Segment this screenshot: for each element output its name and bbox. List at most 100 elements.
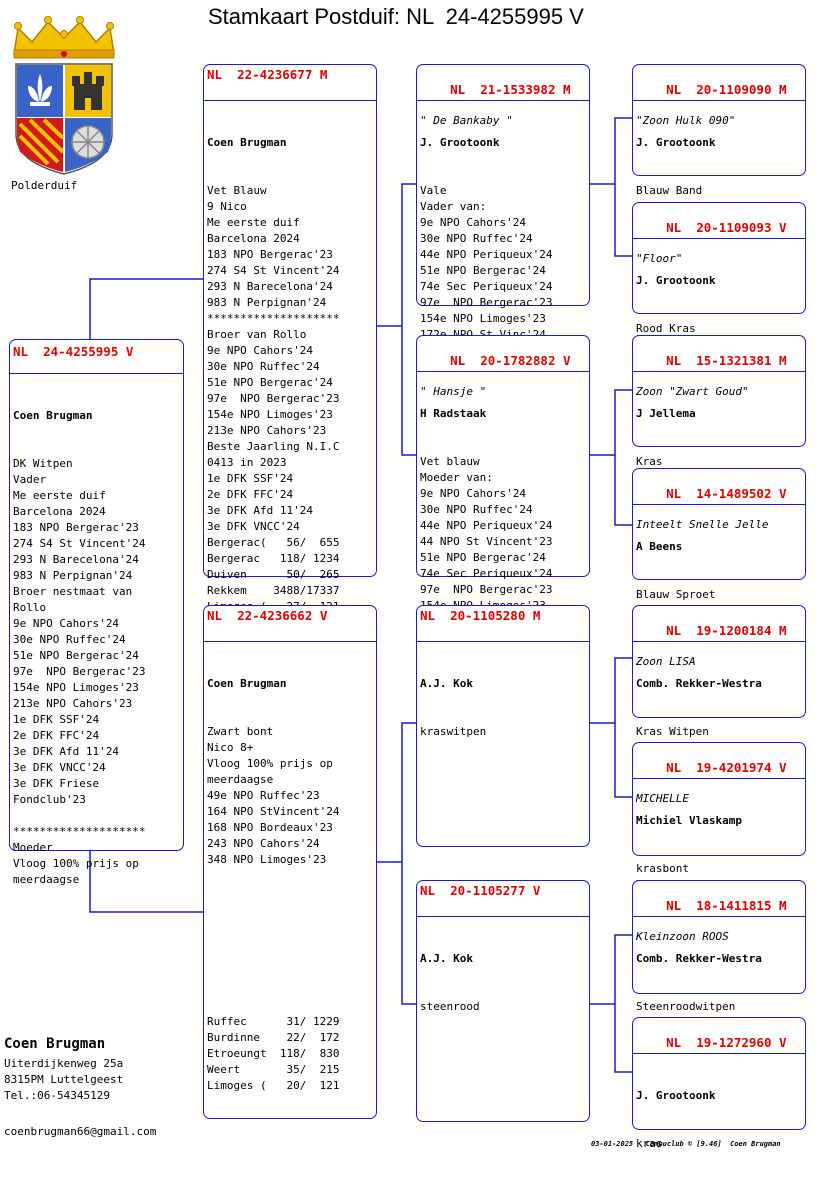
detail-line: Rekkem 3488/17337: [207, 584, 340, 597]
paternal-grandfather-card: NL 21-1533982 M " De Bankaby " J. Grooto…: [416, 64, 590, 357]
breeder-name: J. Grootoonk: [636, 136, 716, 149]
detail-line: 213e NPO Cahors'23: [207, 424, 327, 437]
detail-line: 97e NPO Bergerac'23: [420, 583, 553, 596]
detail-line: Fondclub'23: [13, 793, 86, 806]
detail-line: Vloog 100% prijs op: [13, 857, 139, 870]
detail-line: Rood Kras: [636, 322, 696, 335]
detail-line: 44e NPO Periqueux'24: [420, 519, 553, 532]
maternal-grandfather-card: NL 20-1105280 M A.J. Kok kraswitpen: [416, 605, 590, 847]
great-grandparent-card-fmf: NL 15-1321381 M Zoon "Zwart Goud" J Jell…: [632, 335, 806, 484]
detail-line: 183 NPO Bergerac'23: [13, 521, 139, 534]
detail-line: meerdaagse: [207, 773, 274, 786]
owner-address-block: Coen Brugman Uiterdijkenweg 25a 8315PM L…: [4, 1036, 123, 1104]
detail-line: 9e NPO Cahors'24: [13, 617, 119, 630]
detail-line: Limoges ( 20/ 121: [207, 1079, 340, 1092]
breeder-name: Coen Brugman: [207, 136, 287, 149]
ring-number: NL 14-1489502 V: [666, 486, 787, 501]
detail-line: Beste Jaarling N.I.C: [207, 440, 340, 453]
detail-line: 274 S4 St Vincent'24: [207, 264, 340, 277]
detail-line: krasbont: [636, 862, 689, 875]
detail-line: Zwart bont: [207, 725, 274, 738]
card-header: NL 19-4201974 V MICHELLE: [633, 743, 805, 805]
paternal-grandmother-card: NL 20-1782882 V " Hansje " H Radstaak Ve…: [416, 335, 590, 628]
detail-lines: kras: [636, 1136, 802, 1152]
detail-line: 97e NPO Bergerac'23: [420, 296, 553, 309]
detail-line: 1e DFK SSF'24: [207, 472, 294, 485]
pigeon-name: Kleinzoon ROOS: [636, 930, 729, 943]
coat-of-arms-icon: [13, 16, 115, 175]
detail-line: 183 NPO Bergerac'23: [207, 248, 333, 261]
detail-line: Broer van Rollo: [207, 328, 307, 341]
detail-line: 44e NPO Periqueux'24: [420, 248, 553, 261]
ring-number: NL 19-4201974 V: [666, 760, 787, 775]
detail-line: 97e NPO Bergerac'23: [207, 392, 340, 405]
detail-line: 164 NPO StVincent'24: [207, 805, 340, 818]
breeder-name: Coen Brugman: [207, 677, 287, 690]
pigeon-name: Zoon LISA: [636, 655, 696, 668]
detail-line: Vloog 100% prijs op: [207, 757, 333, 770]
detail-line: Vader: [13, 473, 47, 486]
breeder-name: J. Grootoonk: [636, 1089, 716, 1102]
great-grandparent-card-fmm: NL 14-1489502 V Inteelt Snelle Jelle A B…: [632, 468, 806, 633]
detail-line: 154e NPO Limoges'23: [420, 312, 546, 325]
detail-line: Vet blauw: [420, 455, 480, 468]
detail-line: Weert 35/ 215: [207, 1063, 340, 1076]
detail-line: ********************: [207, 312, 340, 325]
detail-line: DK Witpen: [13, 457, 73, 470]
pigeon-name: " De Bankaby ": [420, 114, 513, 127]
breeder-name: A.J. Kok: [420, 677, 473, 690]
card-header: NL 20-1782882 V " Hansje ": [417, 336, 589, 398]
breeder-name: A Beens: [636, 540, 683, 553]
detail-line: steenrood: [420, 1000, 480, 1013]
detail-line: kras: [636, 1137, 663, 1150]
breeder-name: A.J. Kok: [420, 952, 473, 965]
detail-line: 348 NPO Limoges'23: [207, 853, 327, 866]
ring-number: NL 20-1105280 M: [417, 606, 589, 642]
detail-line: 213e NPO Cahors'23: [13, 697, 133, 710]
detail-line: 30e NPO Ruffec'24: [13, 633, 126, 646]
ring-number: NL 20-1105277 V: [417, 881, 589, 917]
ring-number: NL 18-1411815 M: [666, 898, 787, 913]
owner-phone: Tel.:06-54345129: [4, 1089, 110, 1102]
detail-lines: kraswitpen: [420, 724, 586, 740]
breeder-name: J. Grootoonk: [636, 274, 716, 287]
detail-line: Blauw Sproet: [636, 588, 716, 601]
detail-line: Me eerste duif: [13, 489, 106, 502]
print-footer: 03-01-2025 Compuclub © [9.46] Coen Brugm…: [591, 1140, 781, 1148]
detail-line: 44 NPO St Vincent'23: [420, 535, 553, 548]
ring-number: NL 24-4255995 V: [10, 340, 183, 374]
detail-line: 30e NPO Ruffec'24: [420, 232, 533, 245]
detail-line: 3e DFK Afd 11'24: [13, 745, 119, 758]
detail-line: 9e NPO Cahors'24: [420, 216, 526, 229]
maternal-grandmother-card: NL 20-1105277 V A.J. Kok steenrood: [416, 880, 590, 1122]
detail-line: Ruffec 31/ 1229: [207, 1015, 340, 1028]
detail-line: 3e DFK Friese: [13, 777, 100, 790]
owner-name: Coen Brugman: [4, 1036, 106, 1052]
ring-number: NL 22-4236677 M: [204, 65, 376, 101]
detail-line: 97e NPO Bergerac'23: [13, 665, 146, 678]
detail-line: Blauw Band: [636, 184, 703, 197]
detail-line: 293 N Barecelona'24: [13, 553, 139, 566]
ring-number: NL 20-1109093 V: [666, 220, 787, 235]
detail-line: 74e Sec Periqueux'24: [420, 567, 553, 580]
detail-line: Vet Blauw: [207, 184, 267, 197]
ring-number: NL 20-1782882 V: [450, 353, 571, 368]
pigeon-name: Zoon "Zwart Goud": [636, 385, 749, 398]
card-header: NL 14-1489502 V Inteelt Snelle Jelle: [633, 469, 805, 531]
detail-line: Burdinne 22/ 172: [207, 1031, 340, 1044]
detail-line: Kras Witpen: [636, 725, 709, 738]
card-header: NL 19-1200184 M Zoon LISA: [633, 606, 805, 668]
owner-city: 8315PM Luttelgeest: [4, 1073, 124, 1086]
card-header: NL 19-1272960 V: [633, 1018, 805, 1054]
detail-line: 293 N Barecelona'24: [207, 280, 333, 293]
card-header: NL 20-1109093 V "Floor": [633, 203, 805, 265]
detail-line: Rollo: [13, 601, 47, 614]
ring-number: NL 19-1200184 M: [666, 623, 787, 638]
